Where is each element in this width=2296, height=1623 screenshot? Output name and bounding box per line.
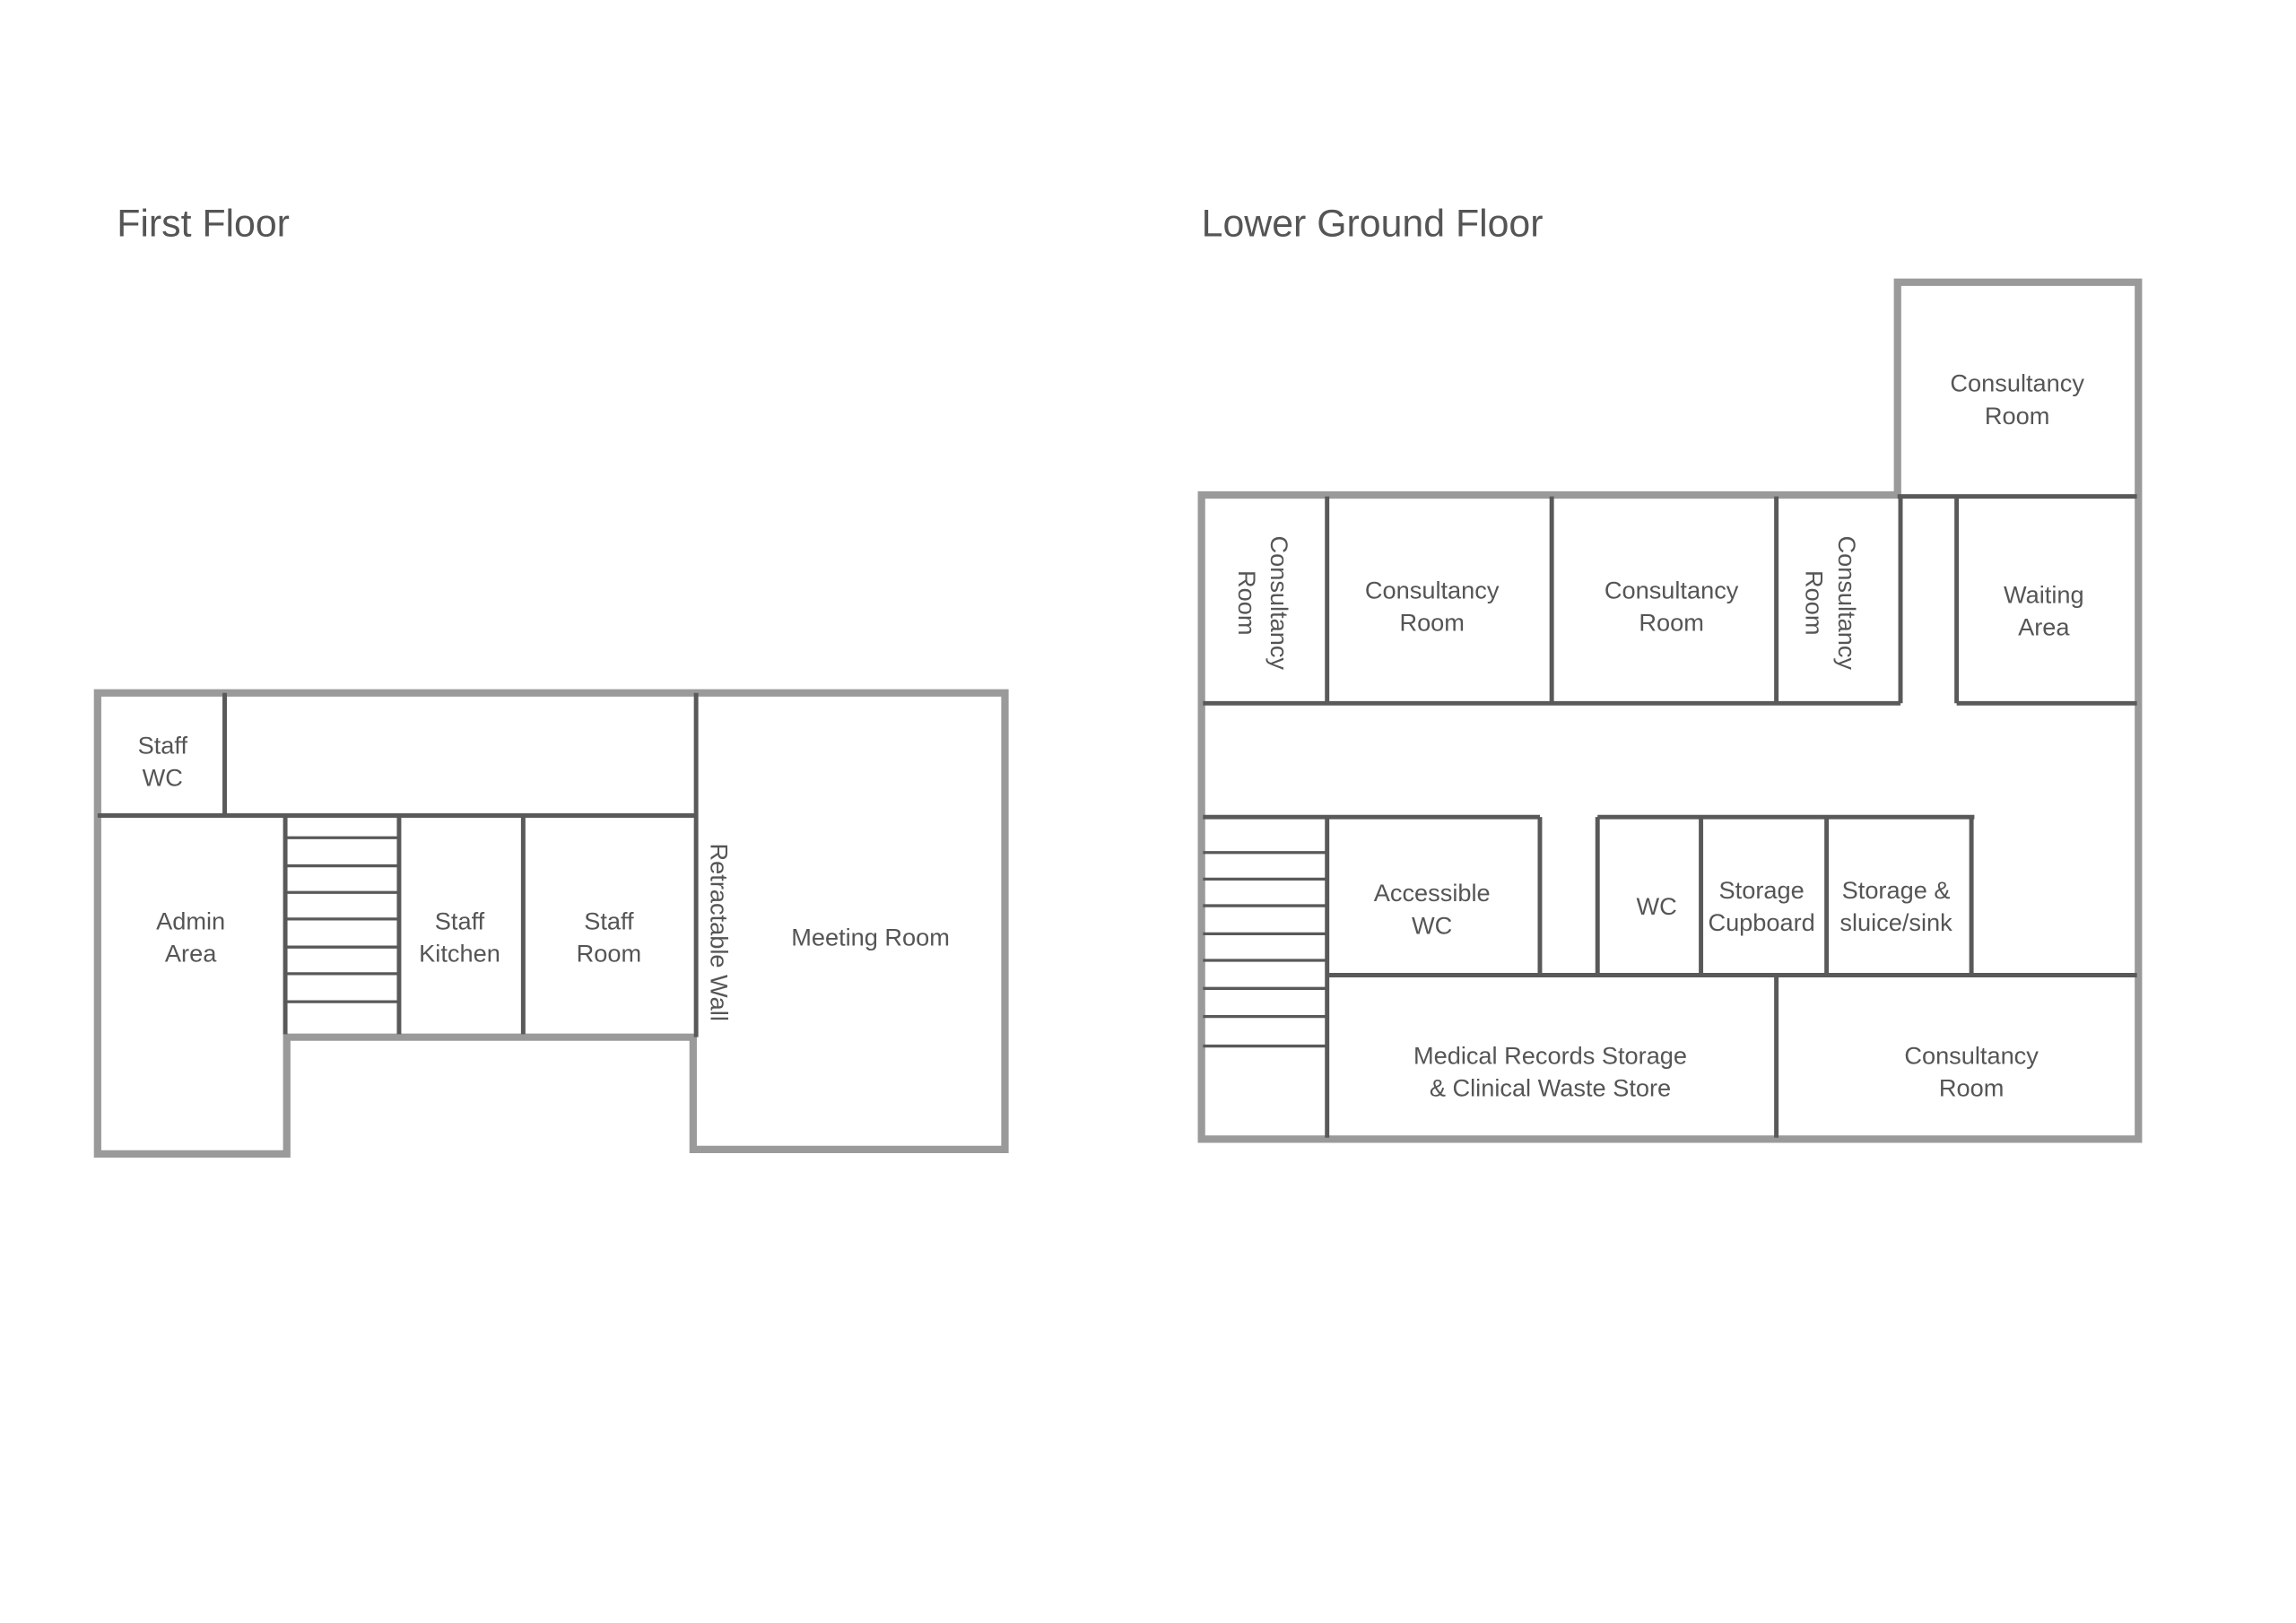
room-staff-wc: Staff WC [138,731,188,791]
first-floor-stairs [285,836,399,1003]
room-consultancy-right-narrow: Consultancy Room [1801,535,1861,670]
room-label: Staff [138,731,188,759]
room-consultancy-top-right: Consultancy Room [1950,369,2084,430]
room-label: Room [1639,609,1703,637]
first-floor-inner-walls [97,692,699,1037]
room-storage-cupboard: Storage Cupboard [1708,876,1814,936]
room-label: Waiting [2004,580,2084,608]
room-label: Consultancy [1950,369,2084,397]
room-label: Staff [435,907,485,934]
lower-ground-floor-title: Lower Ground Floor [1202,203,1544,246]
retractable-wall-label: Retractable Wall [706,844,734,1021]
room-label: sluice/sink [1839,908,1952,936]
room-label: Area [165,940,217,968]
room-medical-records: Medical Records Storage & Clinical Waste… [1413,1041,1687,1101]
room-label: Accessible [1374,879,1491,907]
room-label: Kitchen [419,940,500,968]
room-consultancy-left-narrow: Consultancy Room [1233,535,1293,670]
lower-ground-stairs [1203,851,1327,1048]
room-label: Admin [156,907,225,934]
room-consultancy-3: Consultancy Room [1605,576,1739,636]
room-label: WC [143,764,183,792]
room-label: & Clinical Waste Store [1430,1074,1671,1102]
lower-ground-inner-walls [1203,494,2137,1138]
room-label: Room [1801,570,1829,635]
room-label: Room [577,940,641,968]
room-label: Consultancy [1904,1041,2039,1069]
room-label: Consultancy [1265,535,1293,670]
room-label: Staff [584,907,634,934]
room-consultancy-2: Consultancy Room [1365,576,1500,636]
room-label: Room [1939,1074,2004,1102]
room-label: Medical Records Storage [1413,1041,1687,1069]
first-floor-plan: First Floor Staff WC Admin Area [93,203,1009,1158]
room-label: WC [1412,911,1452,939]
lower-ground-floor-plan: Lower Ground Floor [1197,203,2143,1143]
room-consultancy-bottom-right: Consultancy Room [1904,1041,2039,1101]
room-label: Room [1985,402,2049,430]
room-label: Room [1399,609,1464,637]
first-floor-outer-wall [93,689,1009,1158]
room-label: Storage [1719,876,1805,904]
room-staff-kitchen: Staff Kitchen [419,907,500,967]
room-accessible-wc: Accessible WC [1374,879,1491,939]
room-admin-area: Admin Area [156,907,225,967]
room-label: Room [1233,570,1261,635]
room-label: Cupboard [1708,908,1814,936]
room-label: Consultancy [1605,576,1739,603]
room-meeting-room: Meeting Room [791,924,950,951]
room-wc: WC [1636,892,1676,920]
room-label: Consultancy [1833,535,1861,670]
first-floor-title: First Floor [117,203,290,246]
room-storage-sluice: Storage & sluice/sink [1839,876,1952,936]
room-label: Storage & [1842,876,1951,904]
room-label: Area [2018,613,2070,641]
room-waiting-area: Waiting Area [2004,580,2084,640]
room-staff-room: Staff Room [577,907,641,967]
room-label: Consultancy [1365,576,1500,603]
